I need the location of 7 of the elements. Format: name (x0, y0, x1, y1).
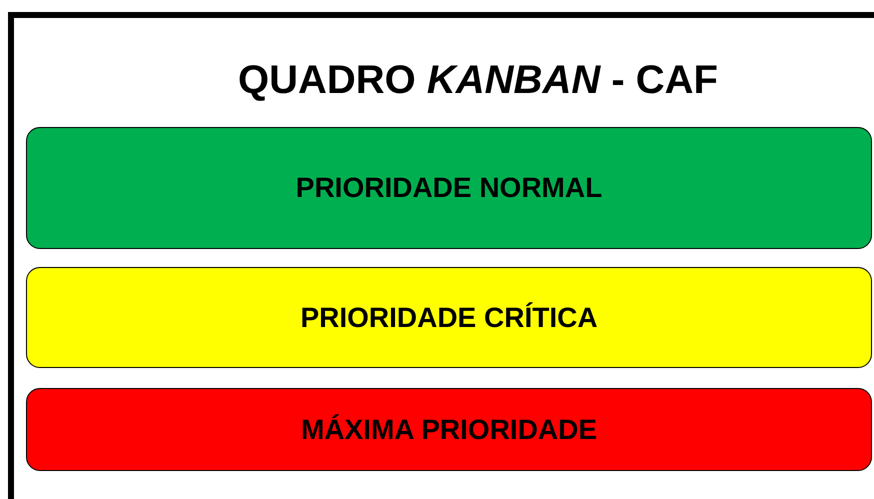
priority-label: MÁXIMA PRIORIDADE (300, 414, 598, 446)
priority-band (26, 127, 872, 249)
priority-band (26, 267, 872, 368)
priority-label: PRIORIDADE NORMAL (296, 172, 602, 204)
board-title: QUADRO KANBAN - CAF (237, 58, 719, 103)
priority-band (26, 388, 872, 471)
priority-label: PRIORIDADE CRÍTICA (300, 302, 598, 334)
